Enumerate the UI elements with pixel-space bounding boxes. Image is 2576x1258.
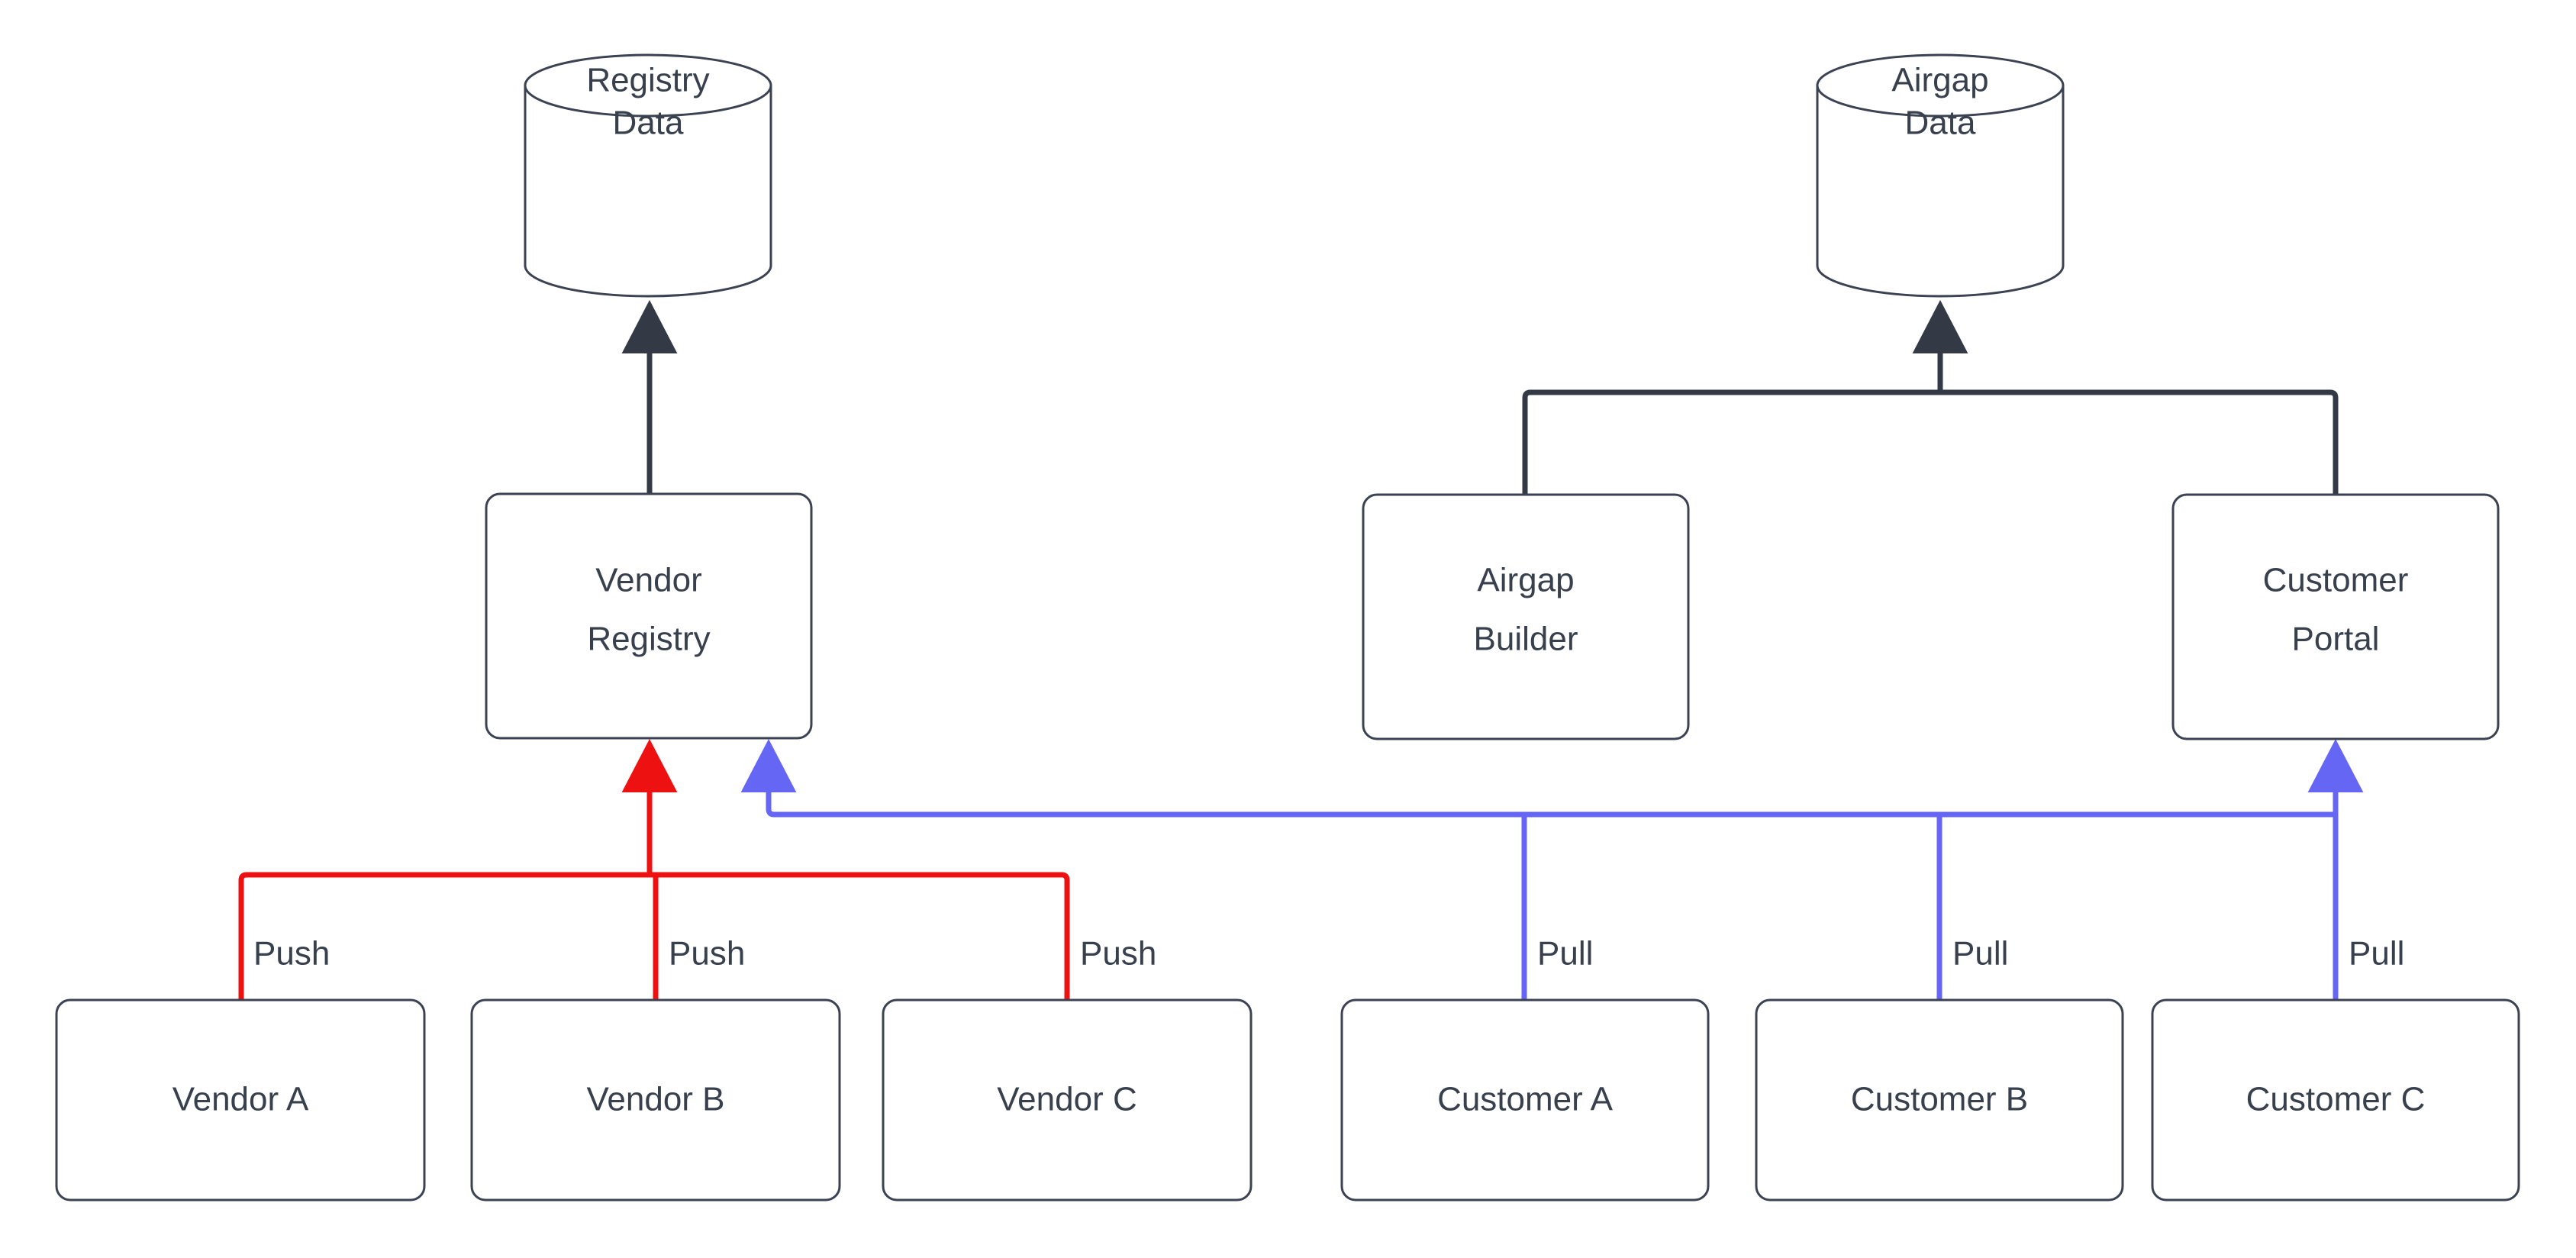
node-airgap-builder[interactable]: Airgap Builder: [1362, 493, 1690, 740]
datastore-label-line2: Data: [1905, 105, 1976, 142]
node-label: Vendor A: [172, 1081, 309, 1118]
node-box: [1755, 998, 2124, 1202]
node-box: [2151, 998, 2520, 1202]
cylinder-top: [1816, 53, 2065, 118]
edge-airgap-builder-to-airgap-data: [1522, 389, 1940, 495]
datastore-label-line1: Registry: [586, 62, 709, 99]
cylinder-body: [524, 84, 772, 298]
node-box: [1340, 998, 1710, 1202]
node-customer-c[interactable]: Customer C: [2151, 998, 2520, 1202]
node-box: [2171, 493, 2500, 740]
node-vendor-registry[interactable]: Vendor Registry: [485, 492, 813, 740]
node-label-line2: Registry: [587, 621, 710, 658]
node-label: Customer A: [1437, 1081, 1614, 1118]
edge-label-push-vendor-a: Push: [253, 935, 330, 973]
datastore-label-line1: Airgap: [1891, 62, 1988, 99]
datastore-registry-data[interactable]: Registry Data: [524, 53, 772, 298]
node-box: [882, 998, 1253, 1202]
node-label: Customer C: [2246, 1081, 2426, 1118]
edge-label-pull-customer-b: Pull: [1952, 935, 2008, 973]
datastore-label-line2: Data: [613, 105, 684, 142]
edge-customer-portal-to-airgap-data: [1940, 389, 2339, 495]
node-box: [485, 492, 813, 740]
edge-label-pull-customer-c: Pull: [2349, 935, 2404, 973]
cylinder-top: [524, 53, 772, 118]
edge-label-pull-customer-a: Pull: [1537, 935, 1593, 973]
node-vendor-a[interactable]: Vendor A: [55, 998, 426, 1202]
node-label: Customer B: [1851, 1081, 2028, 1118]
node-label-line2: Builder: [1474, 621, 1578, 658]
node-label-line1: Vendor: [595, 562, 701, 599]
node-vendor-c[interactable]: Vendor C: [882, 998, 1253, 1202]
edge-vendor-c-push: [650, 872, 1070, 1000]
node-label-line1: Customer: [2263, 562, 2409, 599]
edge-label-push-vendor-b: Push: [669, 935, 745, 973]
node-label-line1: Airgap: [1477, 562, 1574, 599]
cylinder-body: [1816, 84, 2065, 298]
node-label-line2: Portal: [2292, 621, 2380, 658]
datastore-airgap-data[interactable]: Airgap Data: [1816, 53, 2065, 298]
node-customer-a[interactable]: Customer A: [1340, 998, 1710, 1202]
edge-label-push-vendor-c: Push: [1080, 935, 1156, 973]
node-customer-b[interactable]: Customer B: [1755, 998, 2124, 1202]
edge-pull-trunk: [740, 739, 2336, 818]
node-box: [470, 998, 841, 1202]
node-label: Vendor C: [997, 1081, 1136, 1118]
node-box: [1362, 493, 1690, 740]
node-vendor-b[interactable]: Vendor B: [470, 998, 841, 1202]
node-label: Vendor B: [586, 1081, 724, 1118]
node-box: [55, 998, 426, 1202]
edge-vendor-a-push: [238, 872, 650, 1000]
node-customer-portal[interactable]: Customer Portal: [2171, 493, 2500, 740]
